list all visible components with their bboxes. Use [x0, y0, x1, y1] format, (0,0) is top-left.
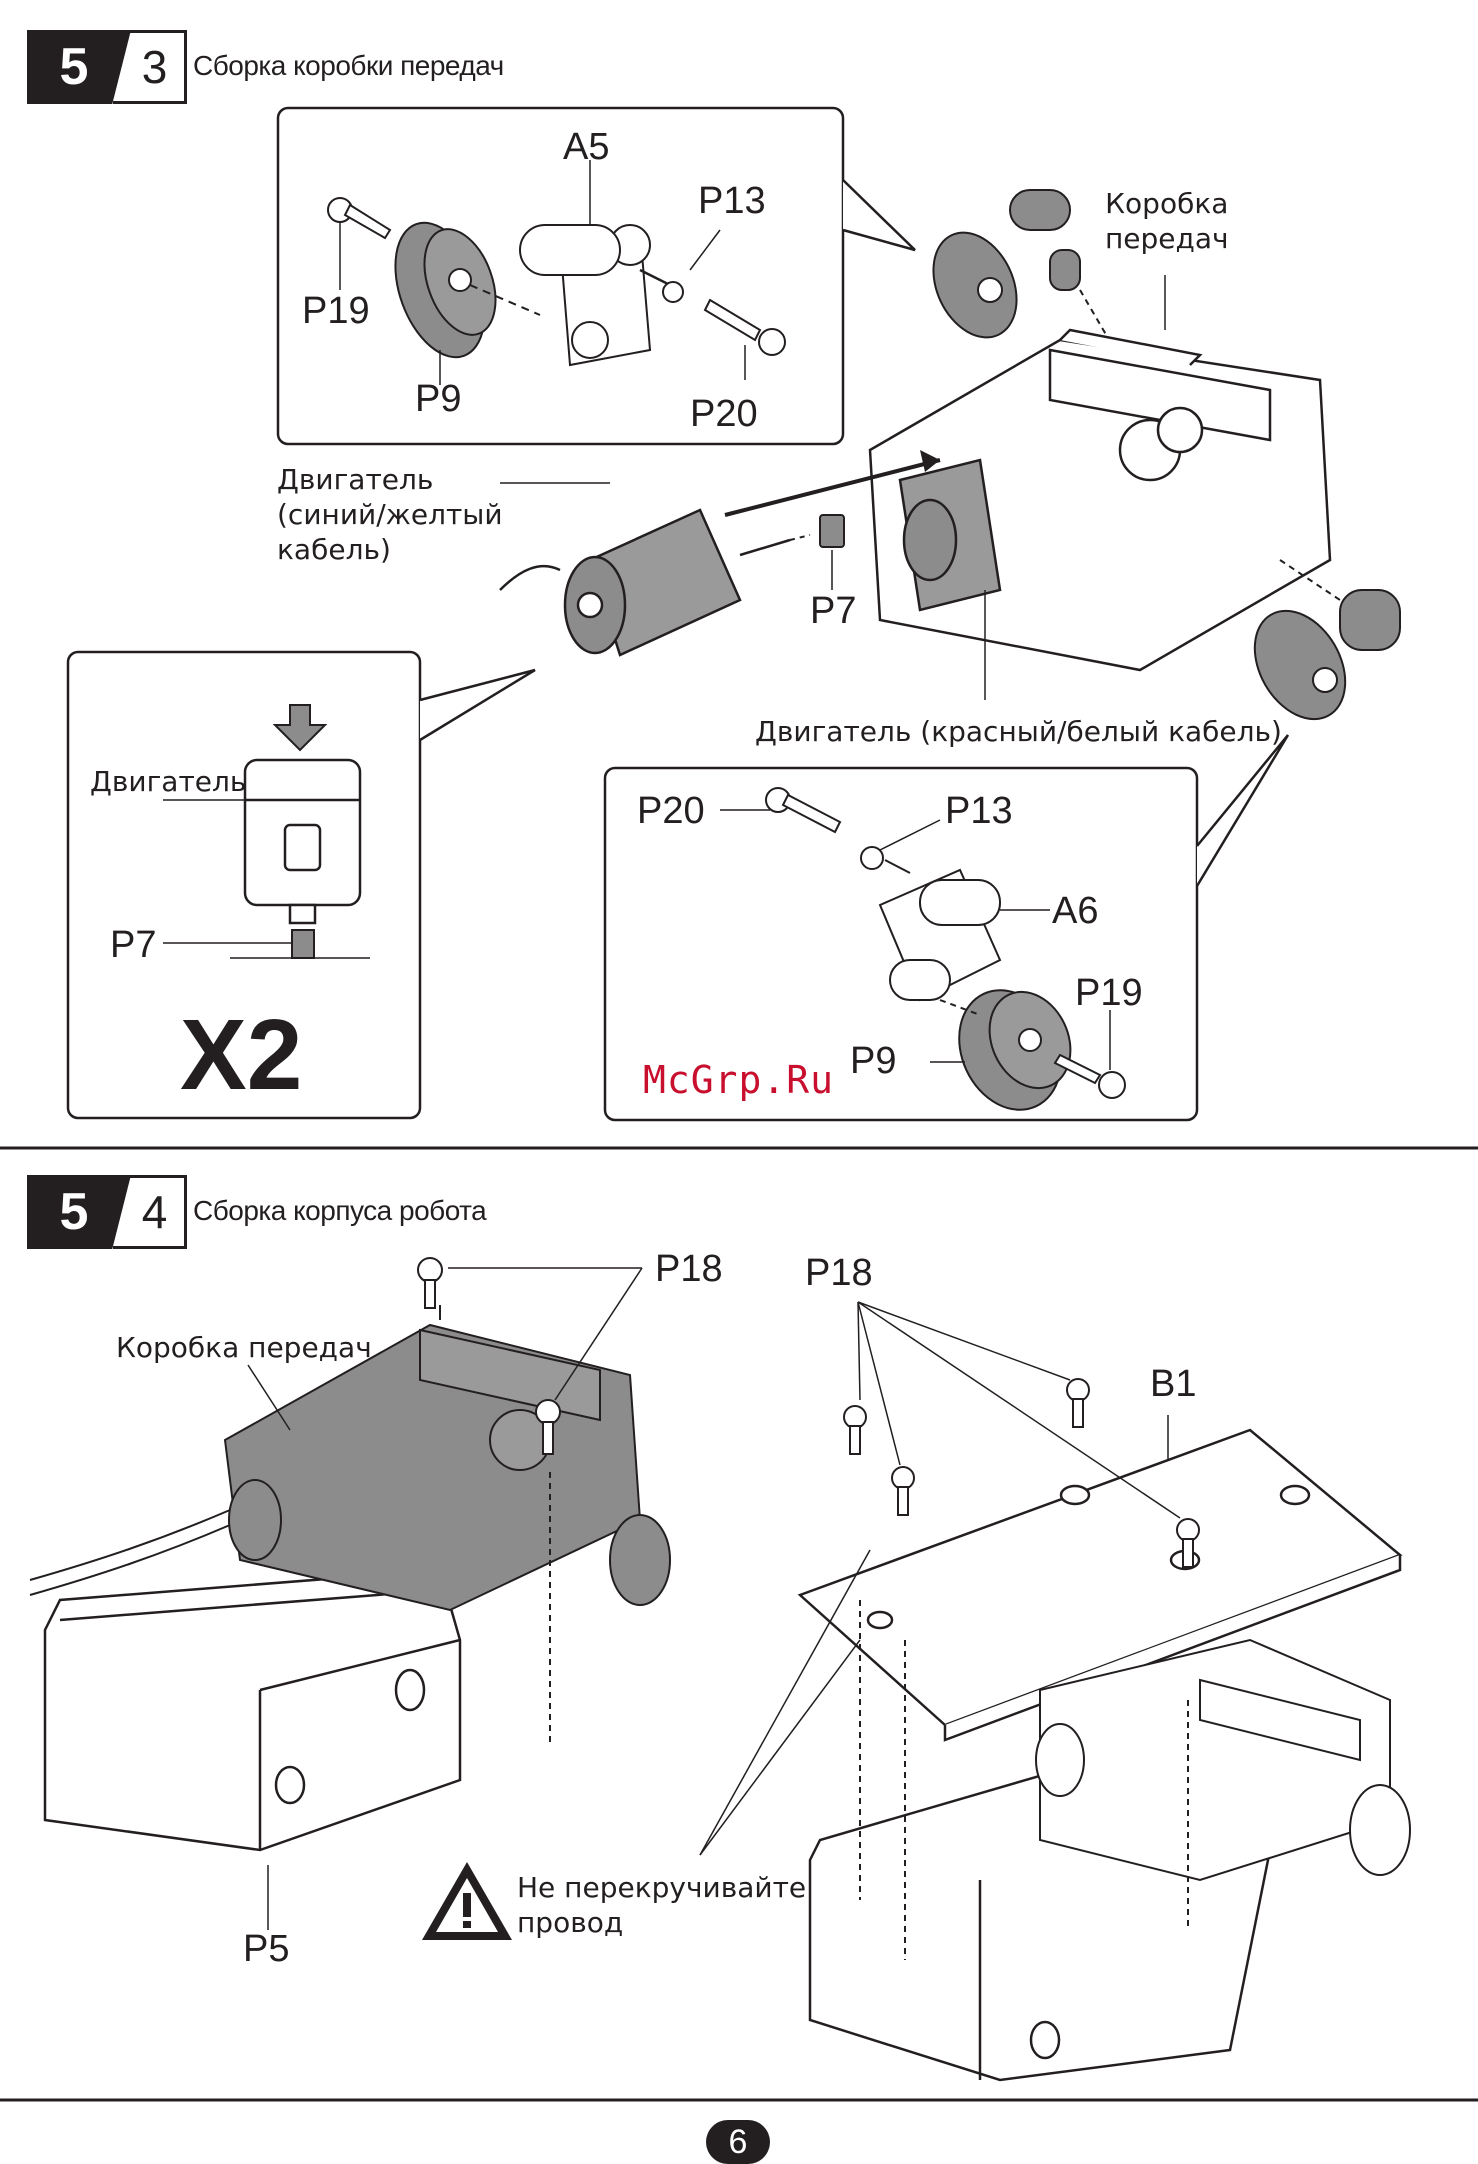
label-a6: A6	[1052, 892, 1098, 930]
gearbox-assembly	[870, 330, 1330, 670]
label-p19-top: P19	[302, 292, 370, 330]
washer-p13-top	[663, 282, 683, 302]
quantity-multiplier: X2	[180, 998, 302, 1113]
label-p20-top: P20	[690, 395, 758, 433]
step-title: Сборка корпуса робота	[193, 1195, 486, 1227]
step-badge-5-4: 5 4	[27, 1175, 187, 1249]
label-p13-top: P13	[698, 182, 766, 220]
label-p18-right: P18	[805, 1254, 873, 1292]
screw-p18-right-c	[1067, 1379, 1089, 1427]
arrow-down-icon	[275, 705, 325, 750]
page-number: 6	[706, 2120, 770, 2164]
screw-p18-right-a	[844, 1406, 866, 1454]
pinion-p7-inset	[292, 930, 314, 958]
label-motor-inset: Двигатель	[90, 764, 246, 799]
screw-p18-left-a	[418, 1258, 442, 1308]
label-warning: Не перекручивайте провод	[517, 1870, 806, 1940]
label-b1: B1	[1150, 1365, 1196, 1403]
label-motor-red-white: Двигатель (красный/белый кабель)	[755, 714, 1282, 749]
screw-p19-bottom	[1055, 1055, 1125, 1098]
step-badge-5-3: 5 3	[27, 30, 187, 104]
gearbox-left	[30, 1325, 670, 1610]
watermark: McGrp.Ru	[643, 1058, 834, 1102]
motor-inset	[245, 760, 360, 923]
label-p9-bottom: P9	[850, 1042, 896, 1080]
label-p19-bottom: P19	[1075, 974, 1143, 1012]
screw-p18-right-b	[892, 1467, 914, 1515]
step-title: Сборка коробки передач	[193, 50, 504, 82]
label-gearbox-top: Коробка передач	[1105, 186, 1229, 256]
motor-blue-yellow	[500, 510, 790, 655]
label-p7-main: P7	[810, 592, 856, 630]
label-gearbox-left: Коробка передач	[116, 1330, 372, 1365]
pinion-p7-main	[820, 515, 844, 547]
label-p18-left: P18	[655, 1250, 723, 1288]
label-p7-inset: P7	[110, 926, 156, 964]
wheel-p9-bottom	[940, 974, 1085, 1127]
label-p5: P5	[243, 1930, 289, 1968]
warning-triangle-icon	[422, 1862, 512, 1940]
label-motor-blue-yellow: Двигатель (синий/желтый кабель)	[277, 462, 503, 567]
label-p13-bottom: P13	[945, 792, 1013, 830]
label-p20-bottom: P20	[637, 792, 705, 830]
screw-p19-top	[328, 198, 390, 238]
arm-a6	[880, 870, 1000, 1000]
label-a5: A5	[563, 128, 609, 166]
case-p5-left	[45, 1570, 460, 1850]
wheel-p9-top	[378, 211, 508, 370]
label-p9-top: P9	[415, 380, 461, 418]
arm-a5	[520, 225, 650, 365]
washer-p13-bottom	[861, 847, 883, 869]
wheel-gearbox-top	[917, 190, 1080, 351]
screw-p20-bottom	[766, 788, 840, 832]
